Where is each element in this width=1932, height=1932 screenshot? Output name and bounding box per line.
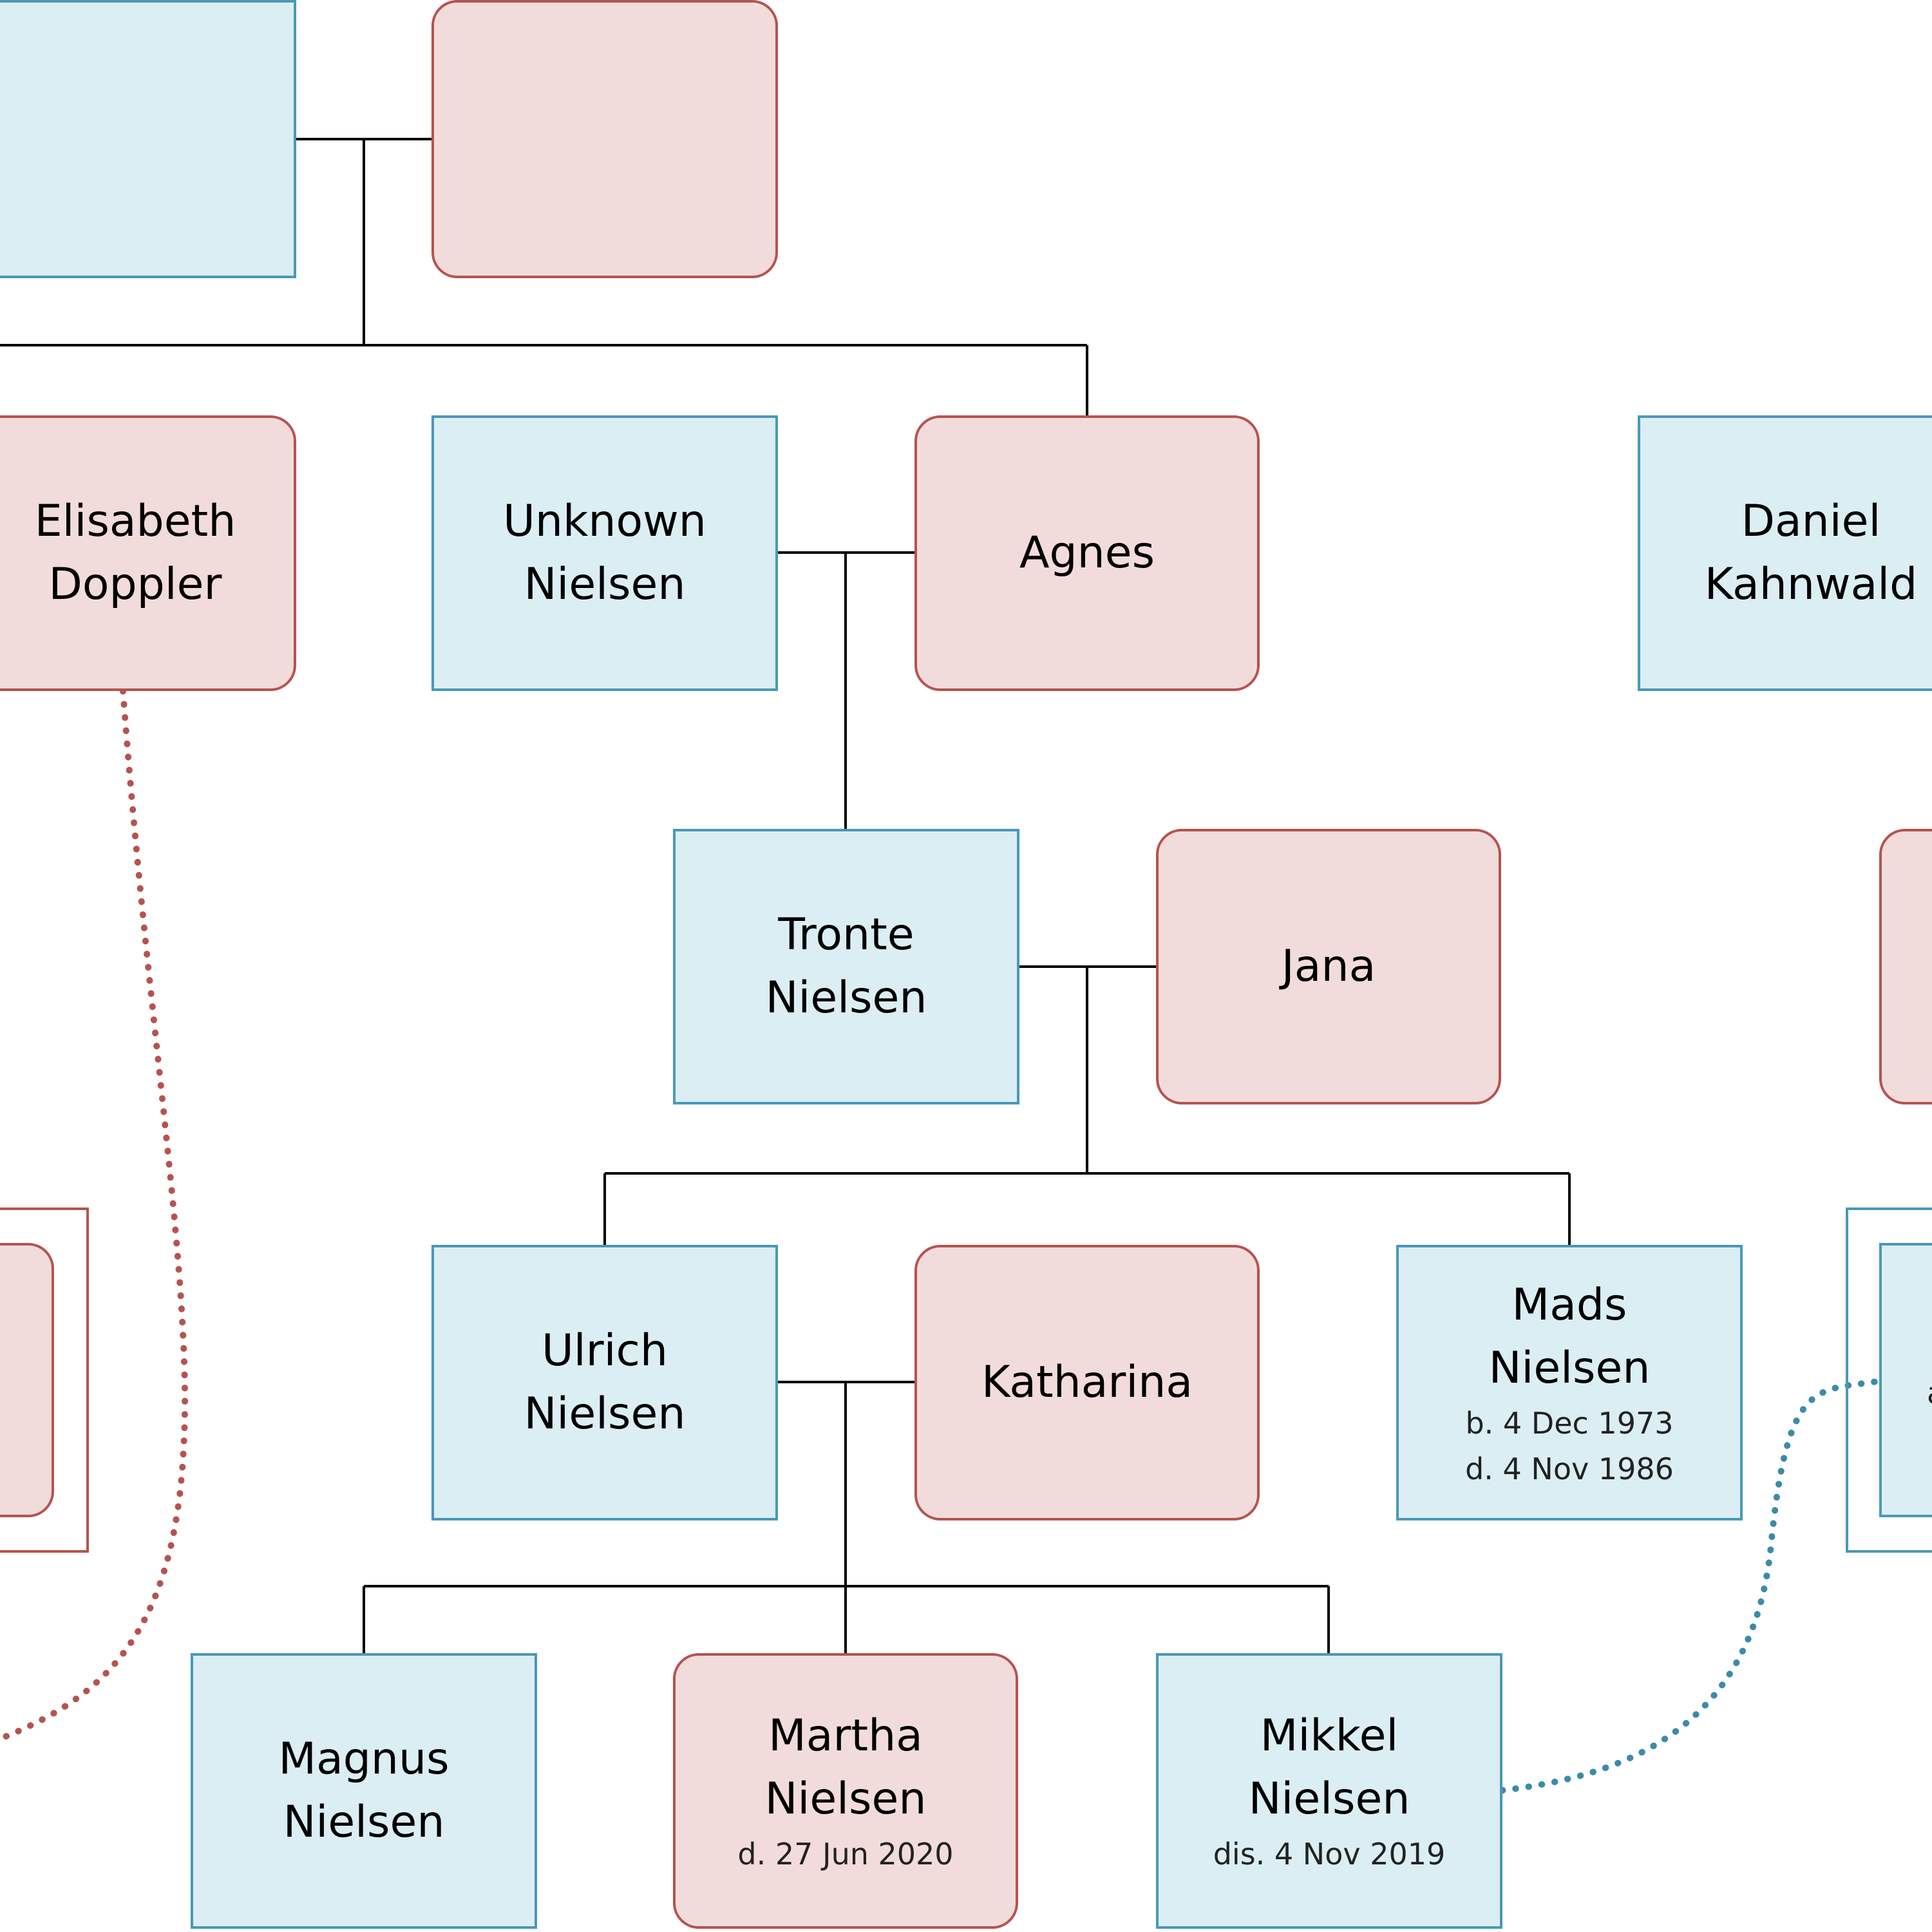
person-card-katharina[interactable]: Katharina <box>914 1245 1260 1520</box>
person-birth-date: b. 4 Dec 1973 <box>1465 1406 1674 1441</box>
person-card-elisabeth-doppler[interactable]: Elisabeth Doppler <box>0 415 296 691</box>
person-card-unknown-nielsen[interactable]: Unknown Nielsen <box>431 415 778 691</box>
person-first-name: Agnes <box>1019 527 1155 578</box>
person-card-mikkel-nielsen[interactable]: Mikkel Nielsen dis. 4 Nov 2019 <box>1156 1653 1502 1929</box>
person-last-name: Nielsen <box>1488 1343 1651 1394</box>
person-card-martha-nielsen[interactable]: Martha Nielsen d. 27 Jun 2020 <box>673 1653 1018 1929</box>
person-death-date: d. 27 Jun 2020 <box>737 1837 954 1871</box>
person-first-name: Katharina <box>981 1357 1193 1408</box>
person-first-name: Jana <box>1281 941 1376 992</box>
person-last-name: Nielsen <box>764 1774 927 1824</box>
person-card-partial-right[interactable] <box>1879 829 1932 1104</box>
person-last-name: Nielsen <box>524 1388 686 1439</box>
person-last-name: Nielsen <box>1248 1774 1410 1824</box>
person-first-name: Tronte <box>778 909 914 960</box>
person-last-name: Kahnwald <box>1704 559 1918 610</box>
person-last-name: Nielsen <box>524 559 686 610</box>
person-first-name: Mikkel <box>1260 1710 1399 1761</box>
person-card-daniel-kahnwald[interactable]: Daniel Kahnwald <box>1638 415 1932 691</box>
person-frame-left-edge <box>0 1208 89 1553</box>
person-first-name: Daniel <box>1741 496 1881 547</box>
person-last-name: Nielsen <box>283 1797 445 1848</box>
person-card-partial-left[interactable] <box>0 1243 54 1517</box>
person-first-name: Mads <box>1511 1280 1627 1331</box>
person-partial-text: a <box>1927 1370 1932 1416</box>
person-card-unnamed-top-left[interactable] <box>0 0 296 278</box>
person-card-partial-right-lower[interactable]: a <box>1879 1243 1932 1517</box>
person-first-name: Ulrich <box>542 1325 668 1376</box>
dotted-link-elisabeth <box>0 688 189 1742</box>
person-card-unnamed-top[interactable] <box>431 0 778 278</box>
person-card-jana[interactable]: Jana <box>1156 829 1501 1104</box>
person-card-tronte-nielsen[interactable]: Tronte Nielsen <box>673 829 1019 1104</box>
person-card-ulrich-nielsen[interactable]: Ulrich Nielsen <box>431 1245 778 1520</box>
person-death-date: d. 4 Nov 1986 <box>1465 1452 1674 1486</box>
person-first-name: Martha <box>768 1710 923 1761</box>
person-first-name: Unknown <box>503 496 706 547</box>
person-frame-right-edge <box>1846 1208 1932 1553</box>
person-first-name: Magnus <box>278 1734 450 1785</box>
person-card-agnes[interactable]: Agnes <box>914 415 1260 691</box>
person-card-mads-nielsen[interactable]: Mads Nielsen b. 4 Dec 1973 d. 4 Nov 1986 <box>1396 1245 1743 1520</box>
person-first-name: Elisabeth <box>34 496 236 547</box>
person-card-magnus-nielsen[interactable]: Magnus Nielsen <box>191 1653 537 1929</box>
dotted-link-mikkel <box>1499 1378 1880 1794</box>
person-last-name: Doppler <box>48 559 222 610</box>
person-last-name: Nielsen <box>765 972 927 1023</box>
person-disappearance-date: dis. 4 Nov 2019 <box>1213 1837 1446 1871</box>
